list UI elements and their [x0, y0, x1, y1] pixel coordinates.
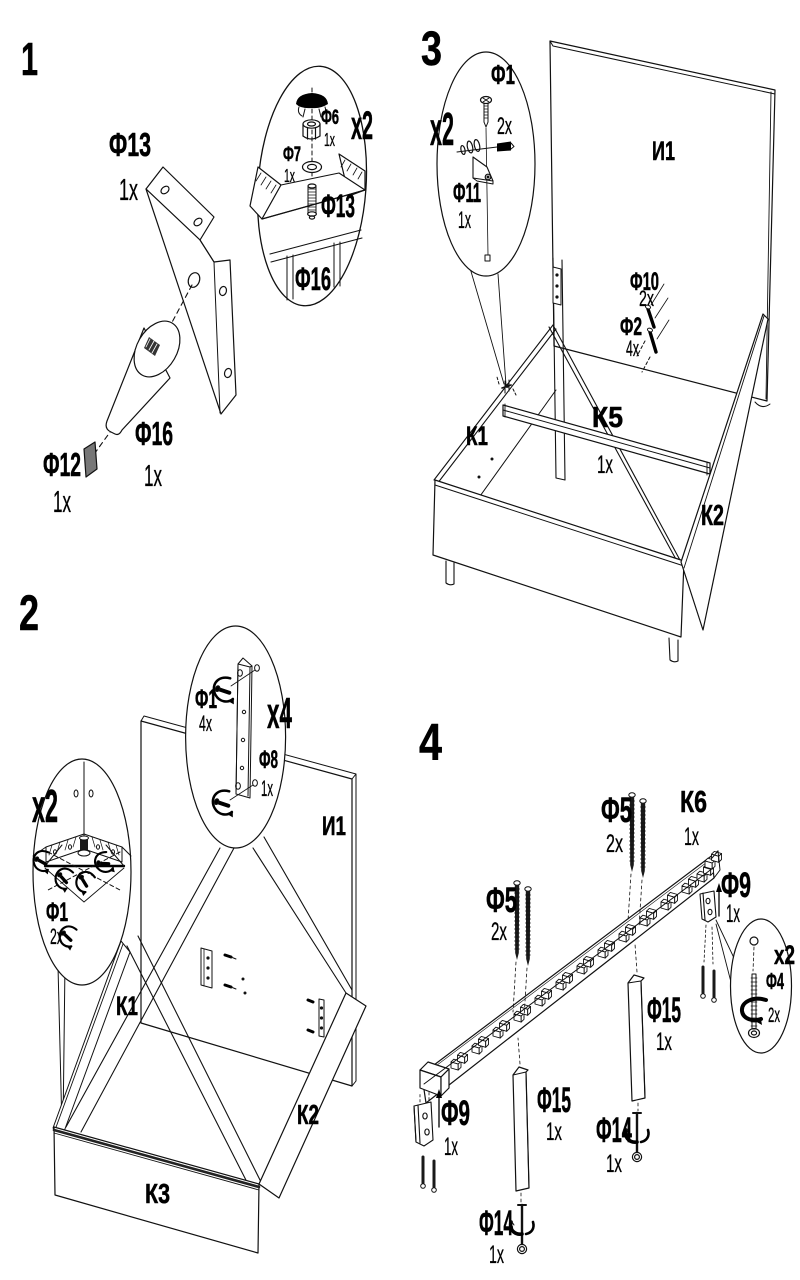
svg-text:Ф1: Ф1 [491, 59, 515, 90]
svg-text:1x: 1x [489, 1241, 504, 1269]
svg-text:К5: К5 [592, 402, 623, 434]
svg-text:К1: К1 [116, 991, 138, 1021]
svg-text:1x: 1x [53, 484, 71, 519]
svg-text:2: 2 [19, 585, 39, 641]
svg-text:1x: 1x [324, 130, 335, 150]
svg-text:x2: x2 [430, 103, 454, 155]
svg-text:Ф5: Ф5 [486, 881, 517, 920]
svg-text:1: 1 [21, 33, 38, 85]
svg-text:Ф13: Ф13 [109, 126, 151, 163]
svg-text:x4: x4 [267, 689, 292, 738]
svg-text:x2: x2 [351, 104, 373, 148]
svg-text:Ф16: Ф16 [135, 415, 173, 452]
svg-text:Ф4: Ф4 [766, 968, 784, 994]
svg-text:2x: 2x [497, 113, 512, 140]
svg-text:4: 4 [419, 714, 442, 772]
svg-text:К3: К3 [145, 1178, 170, 1209]
svg-text:Ф16: Ф16 [295, 261, 331, 297]
svg-text:Ф6: Ф6 [321, 106, 339, 129]
svg-text:x2: x2 [32, 780, 58, 832]
svg-text:Ф7: Ф7 [283, 143, 301, 166]
svg-text:Ф5: Ф5 [601, 791, 632, 830]
svg-text:Ф11: Ф11 [453, 177, 481, 208]
svg-text:1x: 1x [546, 1118, 562, 1146]
svg-text:Ф9: Ф9 [721, 866, 751, 905]
svg-text:Ф8: Ф8 [259, 746, 278, 774]
svg-text:К1: К1 [466, 421, 488, 451]
svg-text:Ф2: Ф2 [620, 313, 642, 341]
svg-text:Ф12: Ф12 [43, 446, 81, 483]
svg-text:1x: 1x [444, 1133, 458, 1161]
svg-text:1x: 1x [144, 458, 162, 493]
svg-text:1x: 1x [261, 776, 273, 801]
svg-text:Ф10: Ф10 [630, 268, 659, 296]
svg-text:2x: 2x [639, 286, 654, 311]
svg-text:Ф9: Ф9 [441, 1094, 470, 1133]
svg-text:Ф15: Ф15 [647, 991, 681, 1030]
svg-text:Ф14: Ф14 [596, 1111, 632, 1150]
svg-text:4x: 4x [626, 336, 639, 361]
svg-text:1x: 1x [606, 1150, 622, 1178]
svg-text:К2: К2 [297, 1099, 319, 1130]
svg-text:Ф15: Ф15 [537, 1081, 571, 1120]
svg-text:Ф14: Ф14 [479, 1204, 513, 1243]
svg-text:4x: 4x [199, 711, 212, 736]
svg-text:3: 3 [421, 23, 442, 76]
svg-text:1x: 1x [726, 900, 740, 928]
svg-text:Ф13: Ф13 [321, 188, 355, 224]
svg-text:К6: К6 [680, 784, 707, 819]
svg-text:И1: И1 [322, 811, 346, 841]
svg-text:2x: 2x [606, 830, 623, 858]
svg-text:1x: 1x [284, 166, 295, 186]
svg-text:2x: 2x [50, 924, 63, 949]
svg-text:1x: 1x [656, 1028, 672, 1056]
svg-text:1x: 1x [458, 207, 471, 234]
svg-text:2x: 2x [768, 1004, 780, 1027]
svg-text:x2: x2 [774, 940, 795, 970]
svg-text:1x: 1x [597, 451, 613, 479]
svg-text:Ф1: Ф1 [46, 897, 68, 927]
svg-text:2x: 2x [491, 918, 507, 946]
svg-text:1x: 1x [684, 823, 699, 851]
svg-text:Ф1: Ф1 [195, 684, 217, 714]
svg-text:К2: К2 [701, 500, 724, 532]
svg-text:1x: 1x [119, 172, 138, 207]
svg-text:И1: И1 [652, 136, 675, 166]
